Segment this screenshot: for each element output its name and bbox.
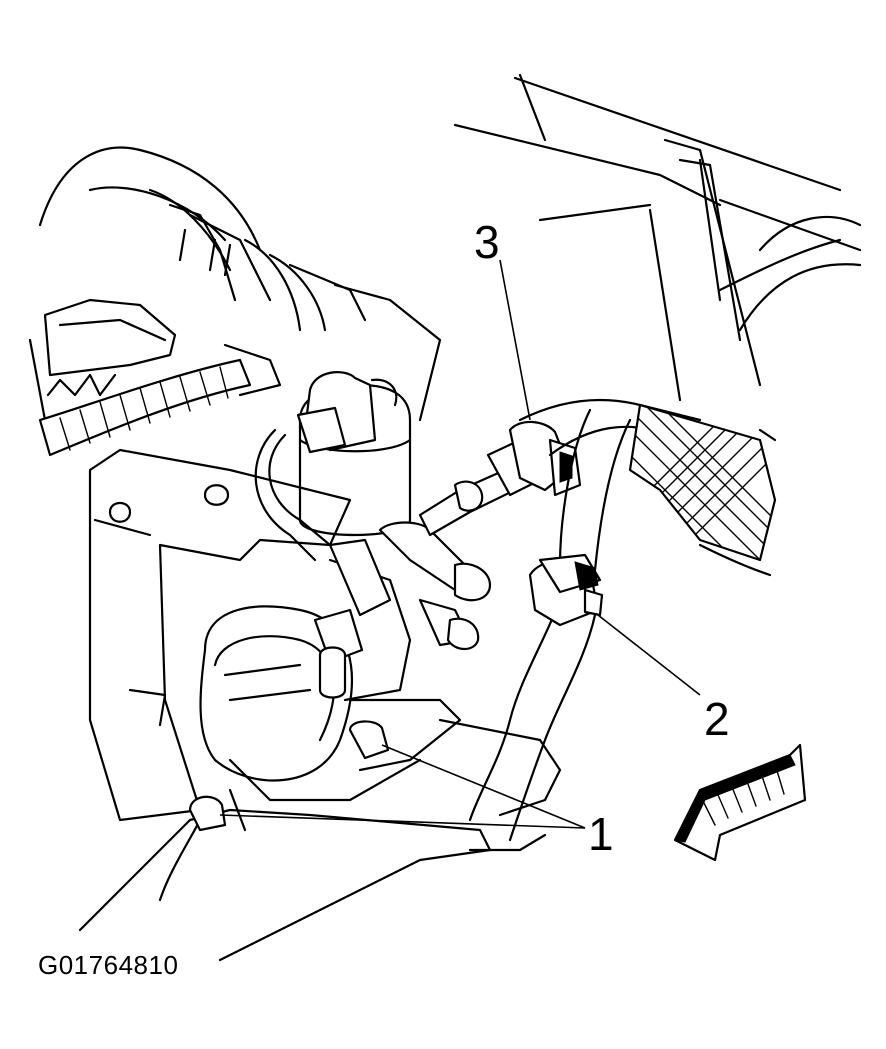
leader-3	[499, 259, 531, 421]
lower-engine	[78, 718, 562, 962]
leader-1b	[219, 814, 586, 829]
callout-2: 2	[704, 693, 730, 745]
vacuum-fittings	[254, 428, 492, 760]
throttle-body	[88, 448, 462, 822]
hose-fitting-3	[418, 420, 582, 537]
leader-1a	[381, 744, 586, 829]
forward-arrow-icon	[673, 743, 807, 862]
leader-2	[597, 614, 701, 696]
callout-1: 1	[588, 808, 614, 860]
callout-3: 3	[474, 216, 500, 268]
leader-lines	[219, 259, 701, 829]
sensor-canister	[296, 371, 412, 537]
mesh-sleeve	[628, 403, 777, 577]
firewall-bracket	[453, 73, 862, 402]
figure-id: G01764810	[38, 950, 179, 980]
wiring-harness	[28, 146, 442, 457]
